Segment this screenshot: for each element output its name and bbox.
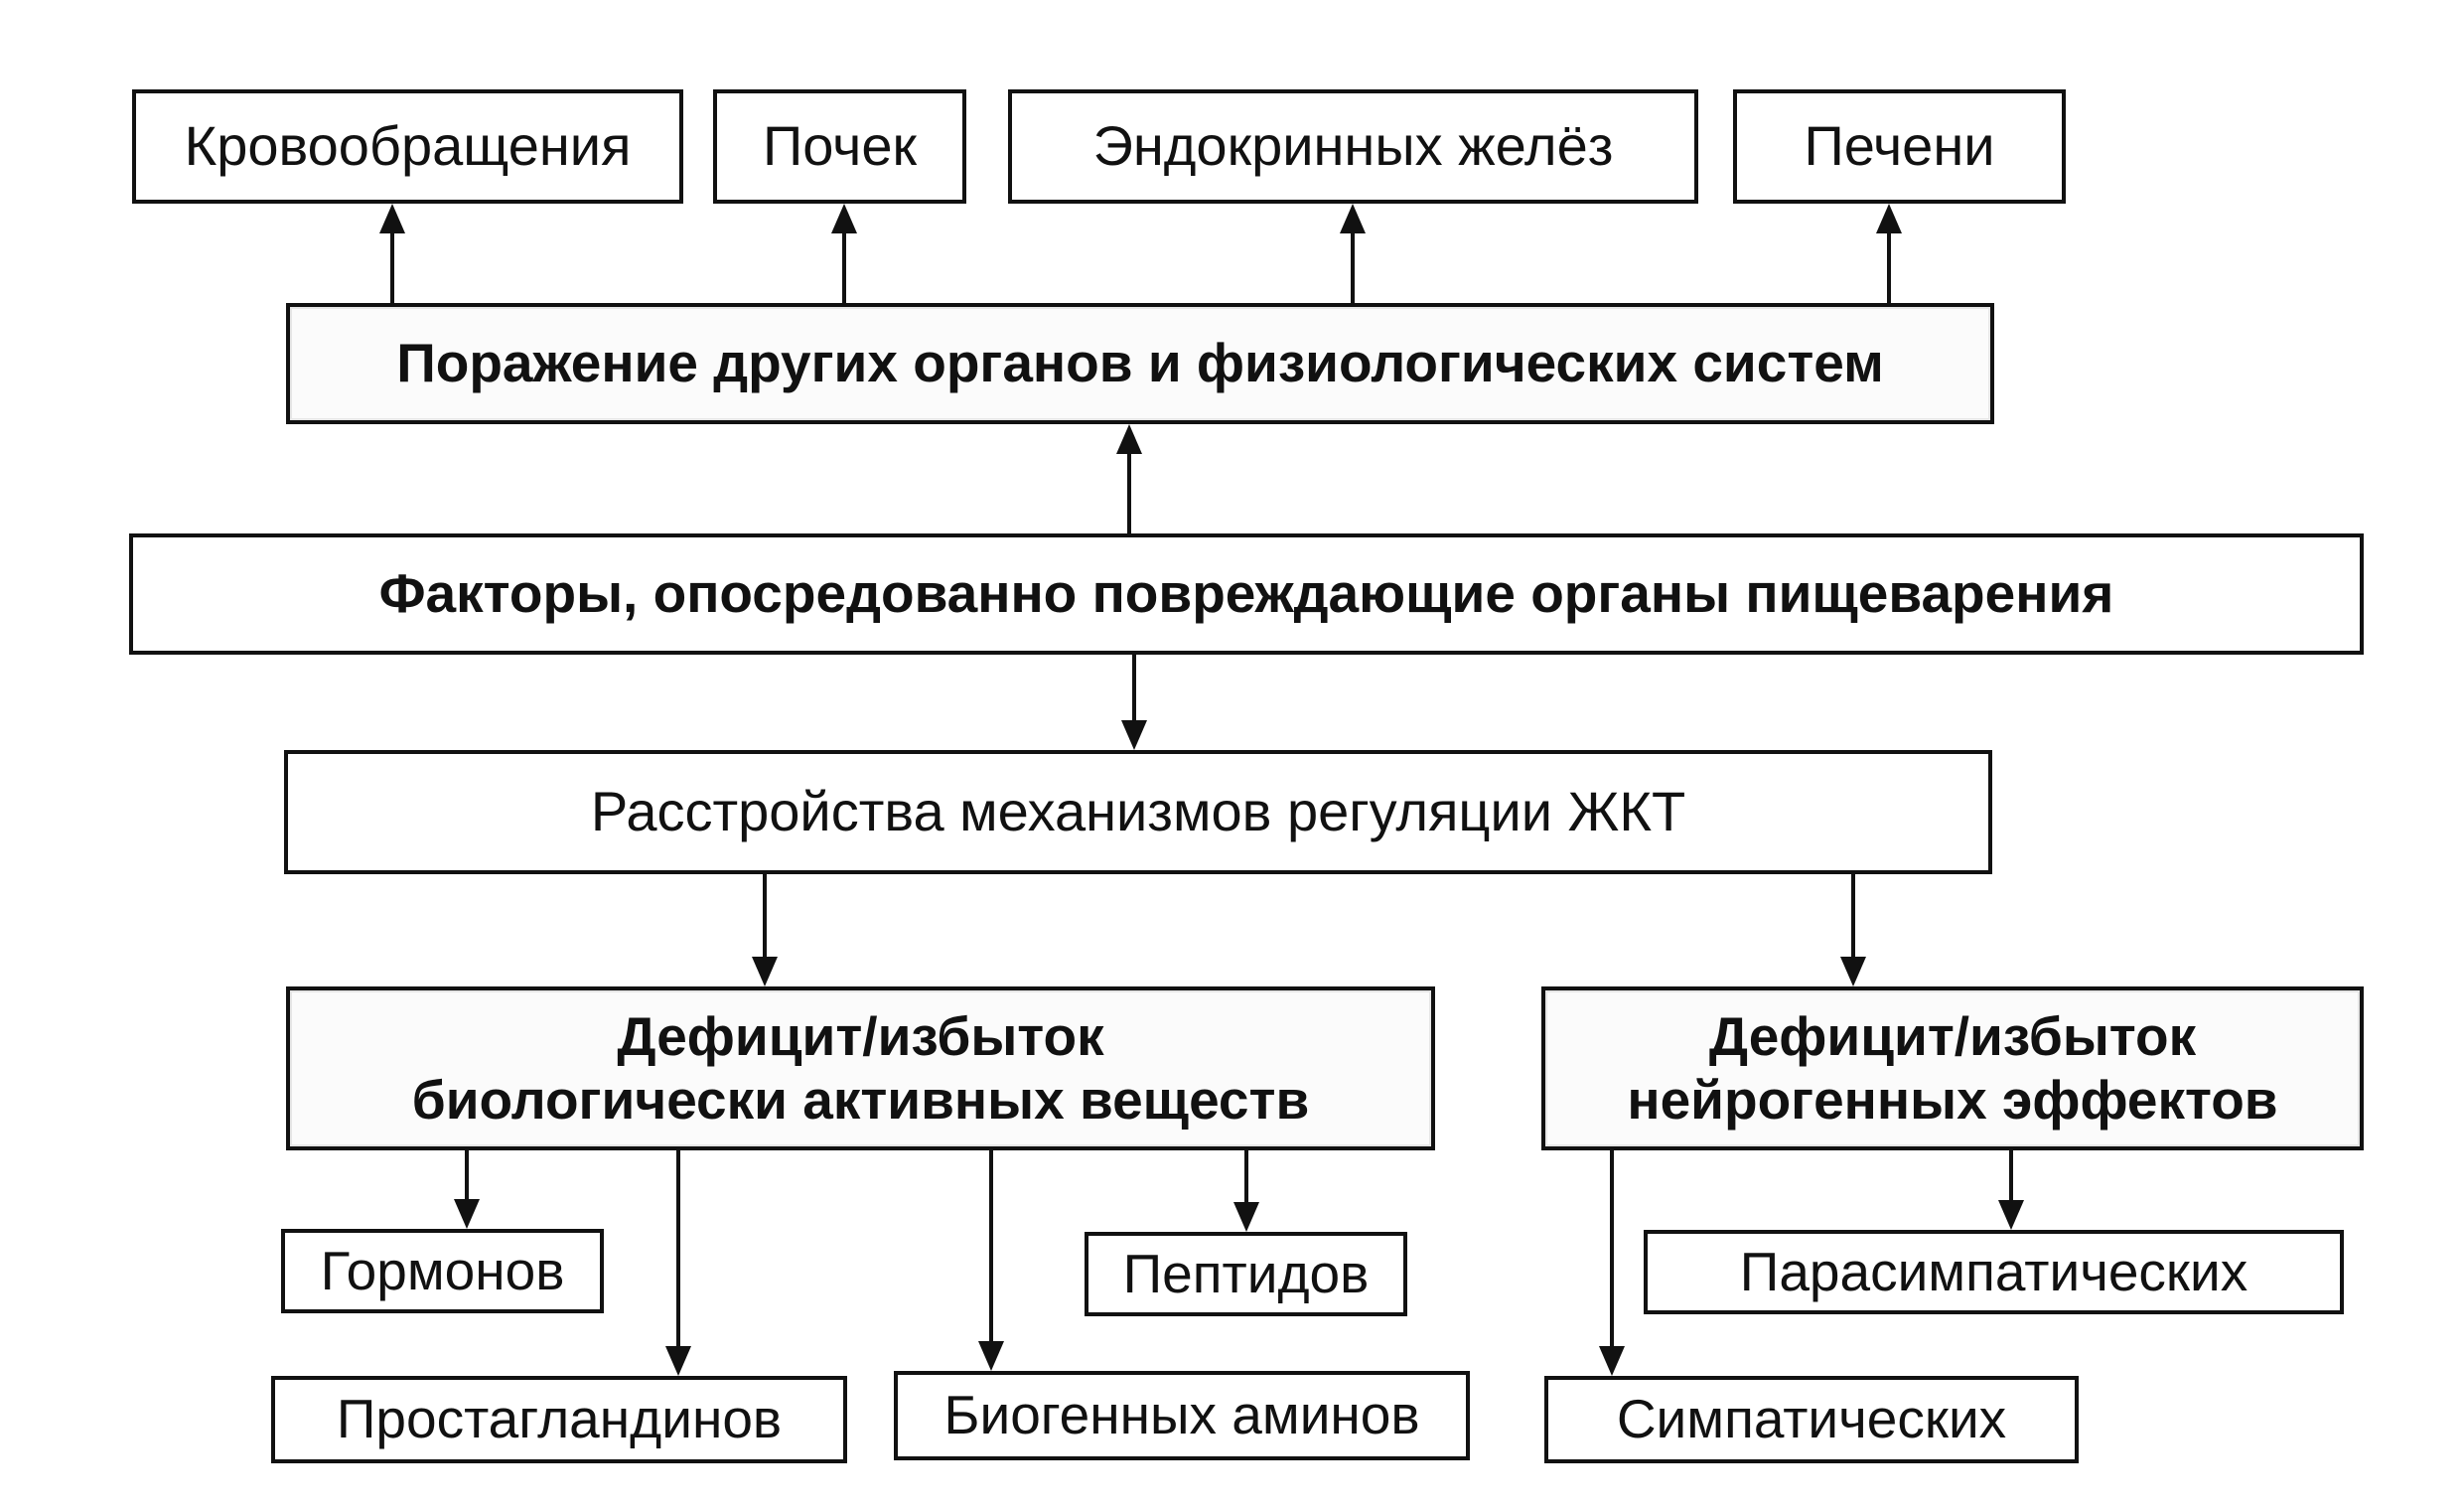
- node-gormonov: Гормонов: [281, 1229, 604, 1313]
- arrow-head-porazhenie-to-pecheni: [1876, 204, 1902, 233]
- node-krovoobrashcheniya: Кровообращения: [132, 89, 683, 204]
- node-deficit-neuro-line1: Дефицит/избыток: [1708, 1005, 2197, 1068]
- arrow-head-deficit_bav-to-gormonov: [454, 1199, 480, 1229]
- node-peptidov-label: Пептидов: [1122, 1242, 1370, 1304]
- arrow-head-deficit_bav-to-peptidov: [1233, 1202, 1259, 1232]
- node-biogennykh: Биогенных аминов: [894, 1371, 1470, 1460]
- node-prostaglandinov-label: Простагландинов: [336, 1388, 783, 1450]
- node-prostaglandinov: Простагландинов: [271, 1376, 847, 1463]
- arrow-head-deficit_neuro-to-simpaticheskikh: [1599, 1346, 1625, 1376]
- arrow-head-porazhenie-to-endokrinnykh: [1340, 204, 1366, 233]
- node-rasstroystva-label: Расстройства механизмов регуляции ЖКТ: [590, 780, 1686, 843]
- node-pochek-label: Почек: [763, 114, 917, 178]
- node-simpaticheskikh: Симпатических: [1544, 1376, 2079, 1463]
- node-biogennykh-label: Биогенных аминов: [943, 1384, 1420, 1446]
- node-porazhenie: Поражение других органов и физиологическ…: [286, 303, 1994, 424]
- arrow-head-deficit_bav-to-prostaglandinov: [665, 1346, 691, 1376]
- arrow-head-deficit_bav-to-biogennykh: [978, 1341, 1004, 1371]
- node-deficit-neuro: Дефицит/избыток нейрогенных эффектов: [1541, 986, 2364, 1150]
- node-deficit-bav-line1: Дефицит/избыток: [617, 1005, 1104, 1068]
- arrow-head-faktory-to-porazhenie: [1116, 424, 1142, 454]
- node-krovoobrashcheniya-label: Кровообращения: [184, 114, 632, 178]
- node-faktory: Факторы, опосредованно повреждающие орга…: [129, 533, 2364, 655]
- node-parasimpaticheskikh: Парасимпатических: [1644, 1230, 2344, 1314]
- node-deficit-bav-line2: биологически активных веществ: [411, 1068, 1310, 1131]
- arrow-head-porazhenie-to-pochek: [831, 204, 857, 233]
- node-pecheni: Печени: [1733, 89, 2066, 204]
- arrow-head-rasstroystva-to-deficit_neuro: [1840, 957, 1866, 986]
- node-gormonov-label: Гормонов: [320, 1239, 565, 1301]
- node-pecheni-label: Печени: [1804, 114, 1995, 178]
- node-faktory-label: Факторы, опосредованно повреждающие орга…: [378, 562, 2114, 625]
- node-parasimpaticheskikh-label: Парасимпатических: [1739, 1240, 2248, 1302]
- arrow-group: [379, 204, 2024, 1376]
- arrow-head-faktory-to-rasstroystva: [1121, 720, 1147, 750]
- arrow-head-rasstroystva-to-deficit_bav: [752, 957, 778, 986]
- node-deficit-bav: Дефицит/избыток биологически активных ве…: [286, 986, 1435, 1150]
- arrow-head-porazhenie-to-krovoobrashcheniya: [379, 204, 405, 233]
- node-endokrinnykh-label: Эндокринных желёз: [1092, 114, 1614, 178]
- node-endokrinnykh: Эндокринных желёз: [1008, 89, 1698, 204]
- node-rasstroystva: Расстройства механизмов регуляции ЖКТ: [284, 750, 1992, 874]
- node-pochek: Почек: [713, 89, 966, 204]
- arrow-head-deficit_neuro-to-parasimpaticheskikh: [1998, 1200, 2024, 1230]
- node-peptidov: Пептидов: [1085, 1232, 1407, 1316]
- node-porazhenie-label: Поражение других органов и физиологическ…: [396, 332, 1884, 394]
- node-deficit-neuro-line2: нейрогенных эффектов: [1627, 1068, 2278, 1131]
- node-simpaticheskikh-label: Симпатических: [1616, 1388, 2007, 1450]
